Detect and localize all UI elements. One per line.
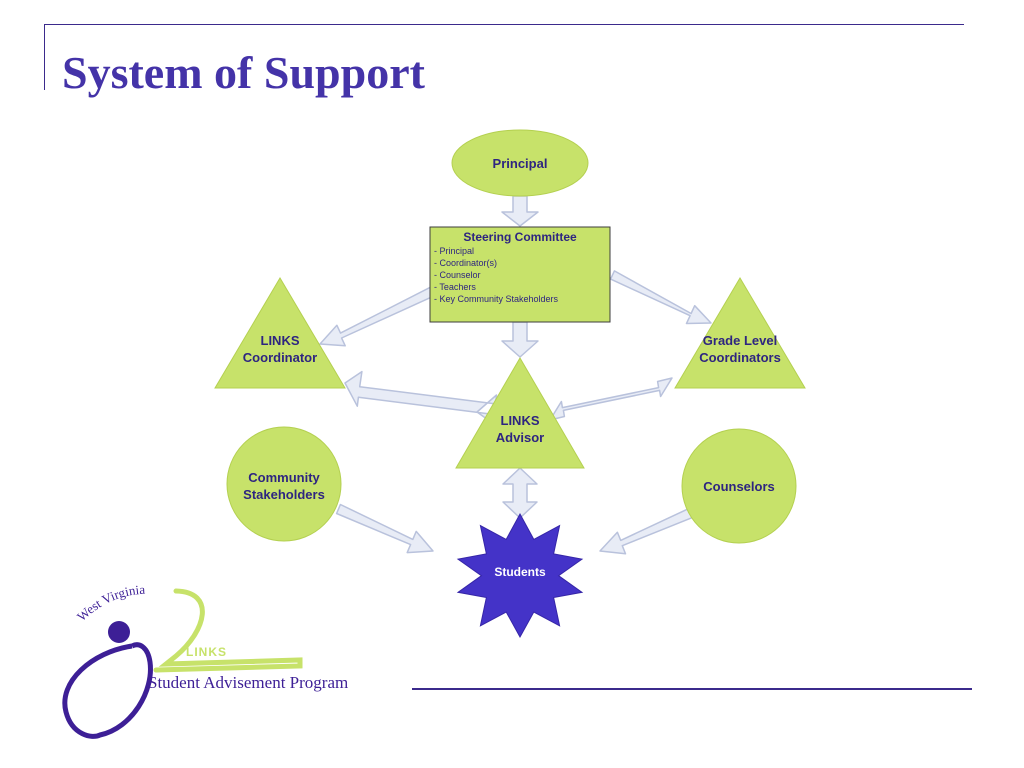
logo-purple-swoosh <box>62 642 153 739</box>
links-advisor-triangle <box>455 357 585 469</box>
steering-item: - Counselor <box>434 270 481 280</box>
principal-label: Principal <box>493 156 548 171</box>
grade-level-coordinators-triangle <box>674 277 806 389</box>
principal-node: Principal <box>451 129 589 197</box>
grade-level-label-line2: Coordinators <box>699 350 781 365</box>
steering-item: - Key Community Stakeholders <box>434 294 559 304</box>
arrow-advisor-students <box>502 467 538 519</box>
links-coordinator-label-line1: LINKS <box>261 333 300 348</box>
grade-level-label-line1: Grade Level <box>703 333 777 348</box>
arrow-principal-to-steering <box>501 195 539 227</box>
community-stakeholders-label-line2: Stakeholders <box>243 487 325 502</box>
steering-item: - Principal <box>434 246 474 256</box>
students-star-shape <box>456 512 584 639</box>
links-advisor-label-line2: Advisor <box>496 430 544 445</box>
community-stakeholders-node: Community Stakeholders <box>226 426 342 542</box>
links-coordinator-label-line2: Coordinator <box>243 350 317 365</box>
logo-tagline: Student Advisement Program <box>148 673 348 692</box>
arrow-counselors-to-students <box>599 506 696 555</box>
counselors-circle <box>681 428 797 544</box>
students-node: Students <box>456 512 584 639</box>
counselors-node: Counselors <box>681 428 797 544</box>
steering-committee-box <box>429 226 611 323</box>
logo-wordmark: LINKS <box>186 645 227 659</box>
arrow-advisor-grade-level <box>549 377 673 421</box>
arrows <box>319 195 712 555</box>
community-stakeholders-label-line1: Community <box>248 470 320 485</box>
steering-item: - Teachers <box>434 282 476 292</box>
links-advisor-label-line1: LINKS <box>501 413 540 428</box>
steering-item: - Coordinator(s) <box>434 258 497 268</box>
links-coordinator-triangle <box>214 277 346 389</box>
students-label: Students <box>494 565 546 579</box>
arrow-community-to-students <box>335 503 434 554</box>
logo-arc-text-path: West Virginia <box>74 582 146 624</box>
arrow-steering-to-links-coordinator <box>319 283 442 347</box>
arrow-steering-to-advisor <box>501 321 539 358</box>
arrow-steering-to-grade-level <box>609 270 712 325</box>
left-rule <box>44 24 45 90</box>
grade-level-coordinators-node: Grade Level Coordinators <box>674 277 806 389</box>
steering-committee-node: Steering Committee - Principal - Coordin… <box>429 226 611 323</box>
west-virginia-links-logo: West Virginia LINKS Student Advisement P… <box>62 582 348 739</box>
arrow-links-coordinator-advisor <box>344 370 498 425</box>
steering-committee-title: Steering Committee <box>463 230 577 244</box>
links-coordinator-node: LINKS Coordinator <box>214 277 346 389</box>
logo-green-swoosh <box>153 588 303 673</box>
links-advisor-node: LINKS Advisor <box>455 357 585 469</box>
counselors-label: Counselors <box>703 479 775 494</box>
community-stakeholders-circle <box>226 426 342 542</box>
principal-ellipse <box>451 129 589 197</box>
top-rule <box>44 24 964 25</box>
logo-arc-text: West Virginia <box>74 582 146 624</box>
slide-title: System of Support <box>62 47 425 98</box>
logo-purple-dot <box>108 621 130 643</box>
